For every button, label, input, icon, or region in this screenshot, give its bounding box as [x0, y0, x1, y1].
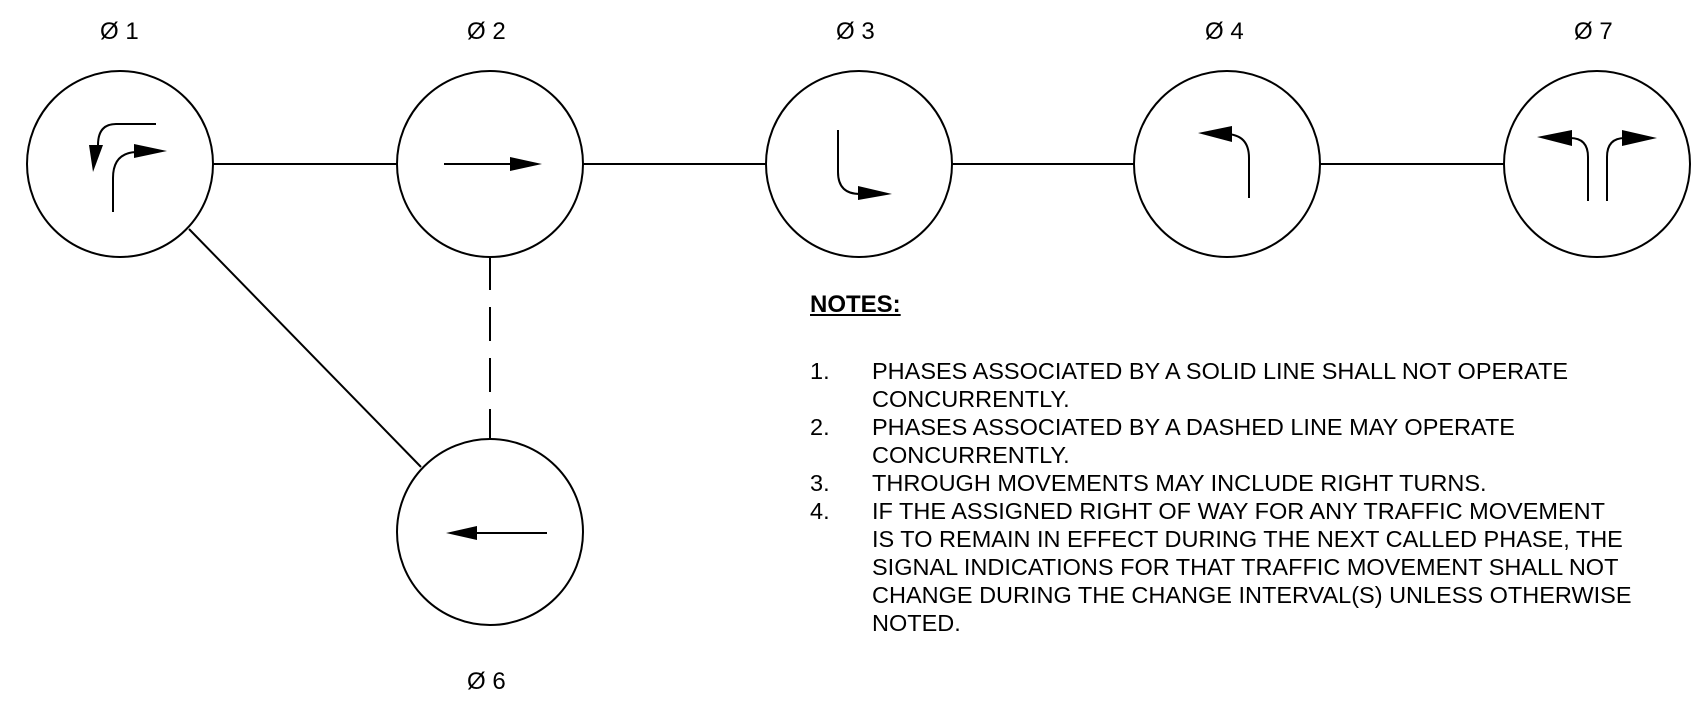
- note-number: 1.: [810, 358, 830, 384]
- notes-title: NOTES:: [810, 291, 901, 318]
- right-turn-arrow-icon: [837, 130, 892, 200]
- note-item: 3. THROUGH MOVEMENTS MAY INCLUDE RIGHT T…: [810, 469, 1690, 497]
- phase-label-p3: Ø 3: [836, 18, 875, 45]
- note-item: 2. PHASES ASSOCIATED BY A DASHED LINE MA…: [810, 413, 1690, 469]
- note-text: THROUGH MOVEMENTS MAY INCLUDE RIGHT TURN…: [872, 470, 1487, 496]
- phase-label-p6: Ø 6: [467, 668, 506, 695]
- note-text: PHASES ASSOCIATED BY A SOLID LINE SHALL …: [872, 358, 1569, 412]
- notes-section: NOTES: 1. PHASES ASSOCIATED BY A SOLID L…: [810, 291, 1690, 637]
- phase-circle-p7: [1503, 70, 1691, 258]
- phase-circle-p4: [1133, 70, 1321, 258]
- note-item: 1. PHASES ASSOCIATED BY A SOLID LINE SHA…: [810, 357, 1690, 413]
- note-item: 4. IF THE ASSIGNED RIGHT OF WAY FOR ANY …: [810, 497, 1690, 637]
- phase-label-p7: Ø 7: [1574, 18, 1613, 45]
- through-east-arrow-icon: [444, 157, 542, 171]
- phase-label-p4: Ø 4: [1205, 18, 1244, 45]
- note-number: 4.: [810, 498, 830, 524]
- split-left-right-arrows-icon: [1537, 130, 1657, 201]
- connector-p1-p6: [188, 228, 422, 468]
- phase-label-p2: Ø 2: [467, 18, 506, 45]
- left-turn-arrow-icon: [1198, 126, 1250, 198]
- note-text: PHASES ASSOCIATED BY A DASHED LINE MAY O…: [872, 414, 1515, 468]
- phase-label-p1: Ø 1: [100, 18, 139, 45]
- through-west-arrow-icon: [446, 526, 547, 540]
- phase-circle-p3: [765, 70, 953, 258]
- note-text: IF THE ASSIGNED RIGHT OF WAY FOR ANY TRA…: [872, 498, 1632, 636]
- note-number: 3.: [810, 470, 830, 496]
- phase-circle-p1: [26, 70, 214, 258]
- note-number: 2.: [810, 414, 830, 440]
- left-and-right-turn-arrows-icon: [89, 123, 167, 212]
